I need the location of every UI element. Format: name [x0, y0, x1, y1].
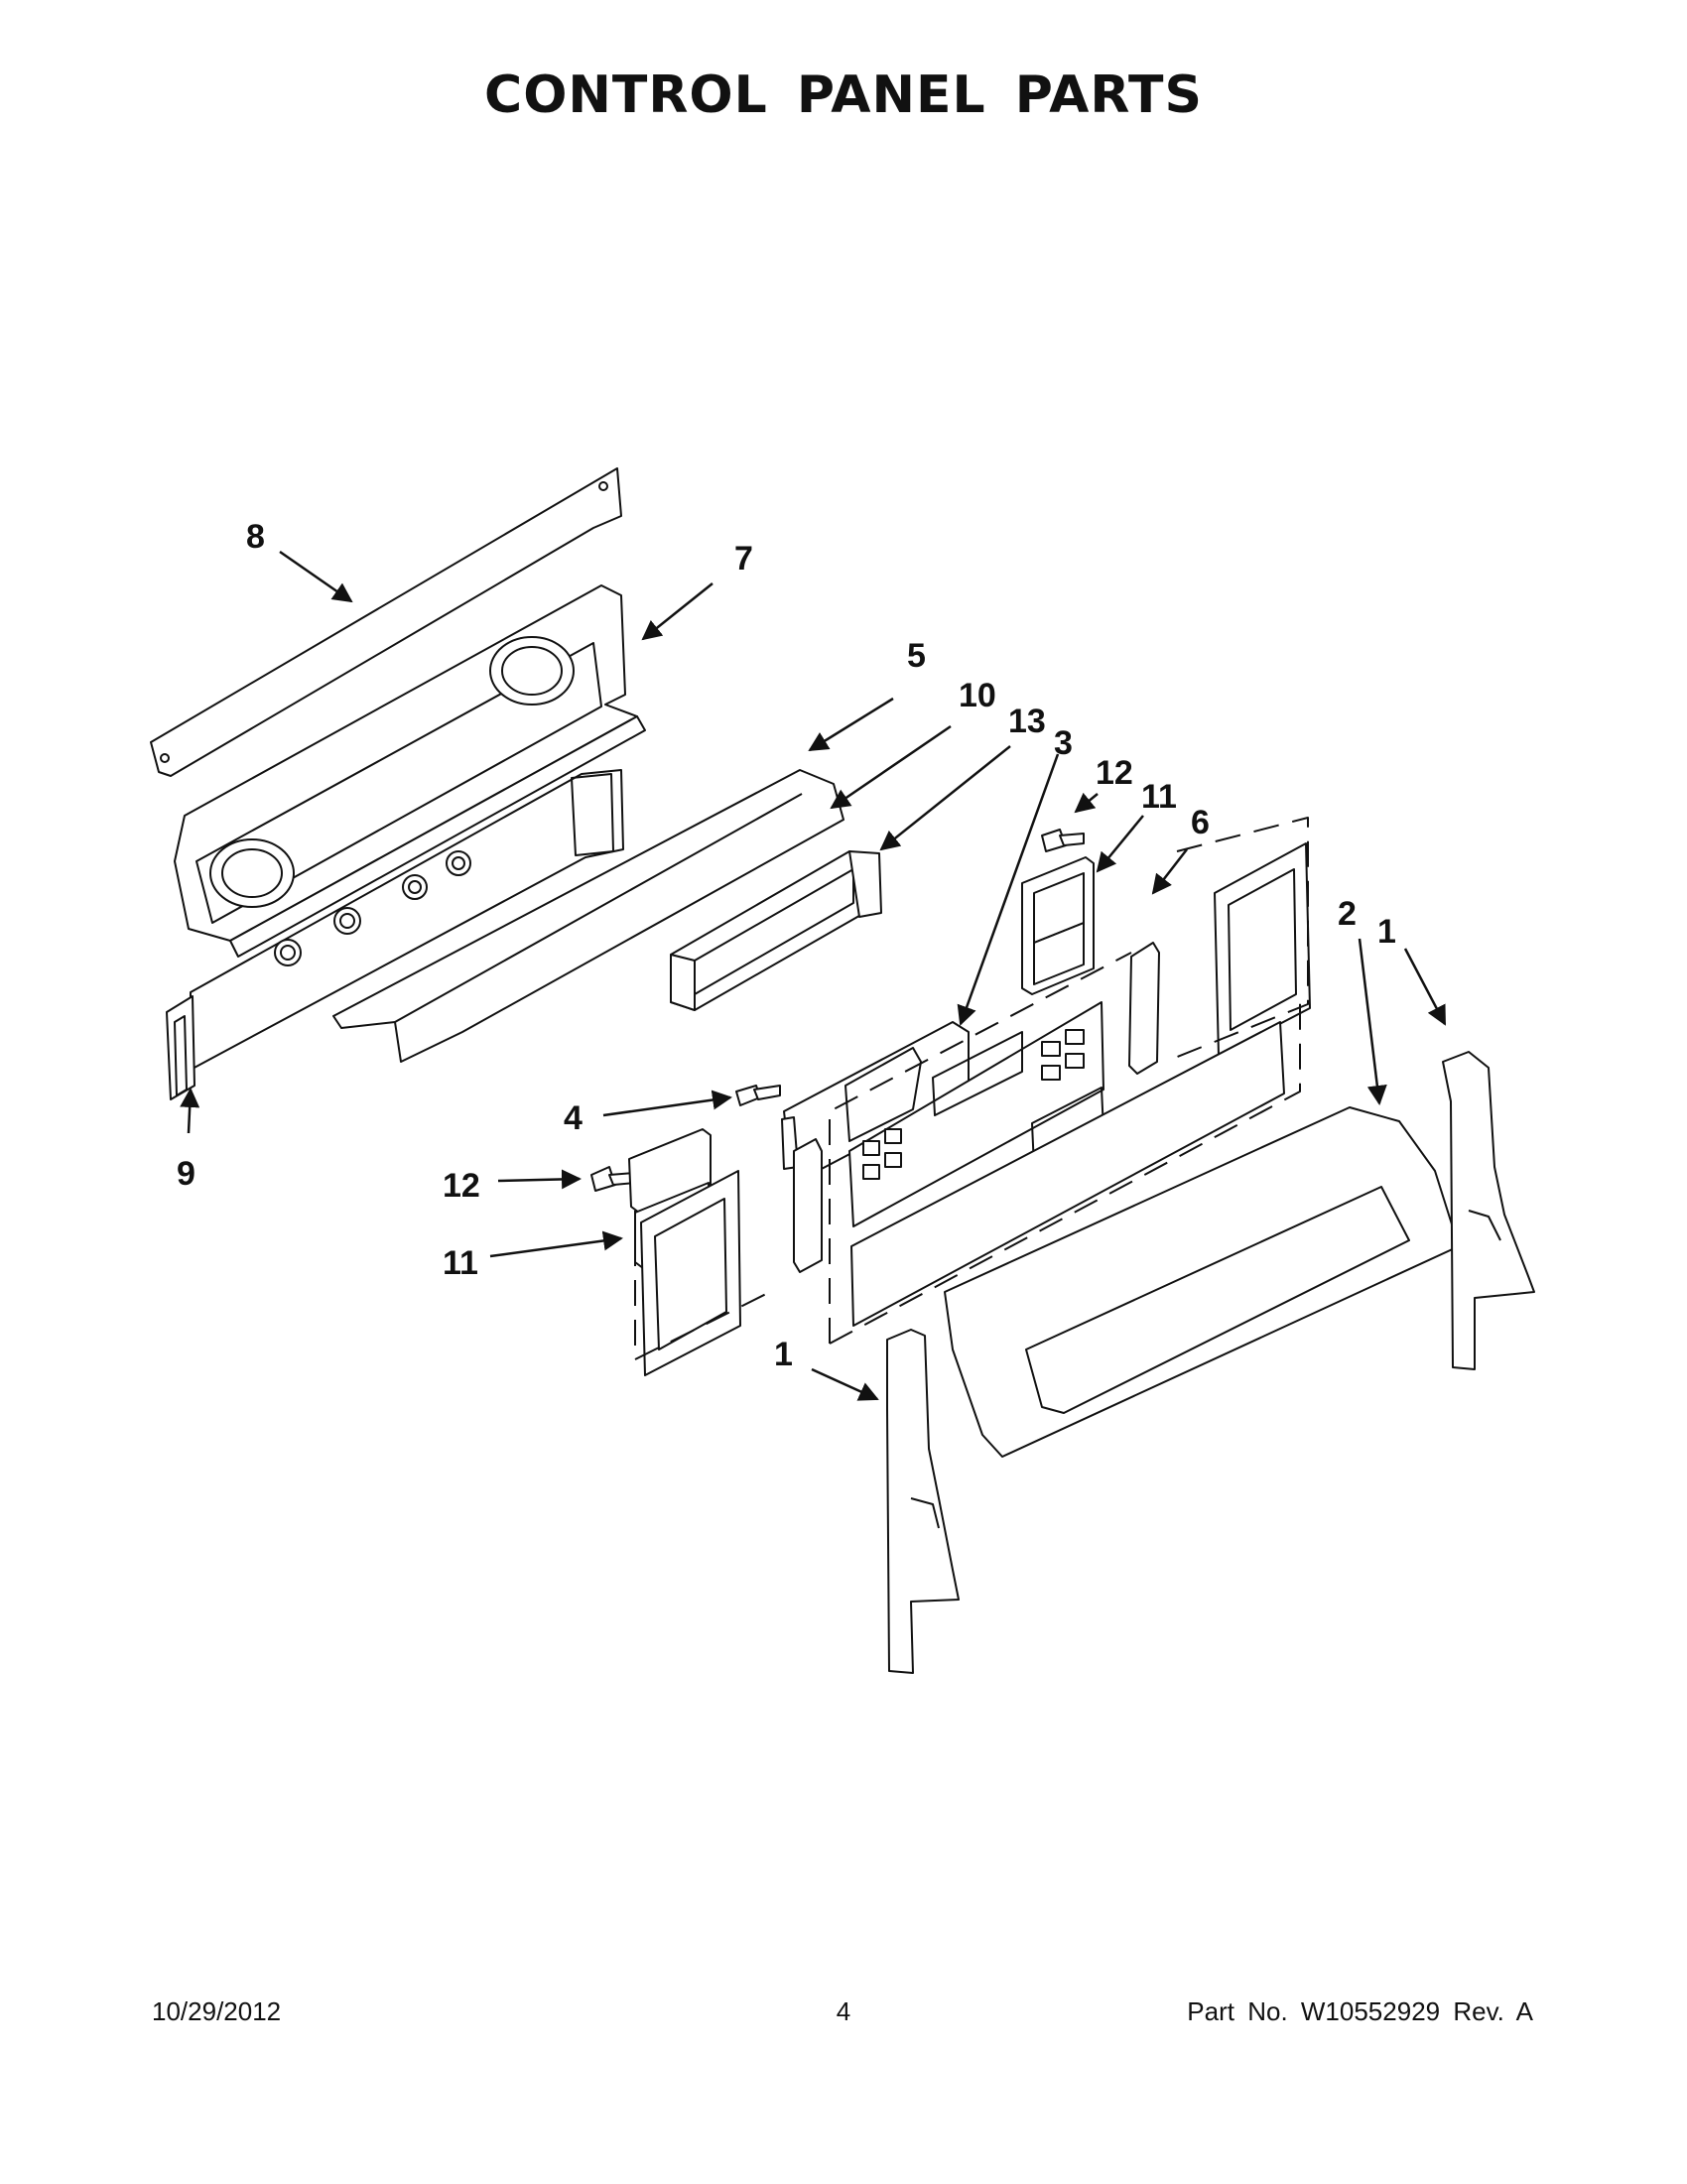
callout-13: 13 — [1008, 703, 1046, 740]
part-7-rear-housing — [174, 584, 646, 958]
part-6-bracket-left — [793, 1138, 823, 1273]
dashed-outline-center — [829, 952, 1301, 1345]
callout-3: 3 — [1054, 724, 1073, 762]
callout-7: 7 — [734, 540, 753, 578]
part-12-screw-upper — [1041, 829, 1085, 852]
leader-11-upper — [1096, 815, 1144, 873]
part-5-channel — [332, 769, 844, 1063]
callout-1-right: 1 — [1377, 913, 1396, 951]
callout-10: 10 — [959, 677, 996, 714]
part-1-end-cap-left — [886, 1329, 960, 1674]
callout-6: 6 — [1191, 804, 1210, 841]
leader-9 — [180, 1088, 200, 1134]
callout-12-lower: 12 — [443, 1167, 480, 1205]
leader-3 — [957, 753, 1060, 1026]
part-11-switch-board-upper — [1021, 856, 1095, 995]
callout-11-lower: 11 — [443, 1244, 478, 1282]
leader-1-left — [811, 1367, 879, 1401]
callout-9: 9 — [177, 1155, 195, 1193]
leader-2 — [1358, 938, 1387, 1105]
display-window — [850, 1021, 1285, 1327]
callout-11-upper: 11 — [1141, 778, 1177, 816]
leader-5 — [808, 697, 894, 752]
footer-date: 10/29/2012 — [152, 1996, 282, 2026]
keypad-overlay — [848, 1001, 1104, 1227]
part-6-bracket-right — [1128, 942, 1160, 1075]
part-10-13-bar — [670, 850, 882, 1011]
callout-5: 5 — [907, 637, 926, 675]
part-4-screw — [735, 1085, 781, 1106]
dashed-outline-lower — [634, 1211, 775, 1360]
page-title: CONTROL PANEL PARTS — [484, 65, 1203, 125]
leader-7 — [641, 582, 714, 641]
leader-4 — [602, 1090, 732, 1117]
leader-10 — [830, 724, 952, 810]
leader-11-lower — [489, 1230, 623, 1258]
callout-8: 8 — [246, 518, 265, 556]
leader-12-upper — [1074, 792, 1099, 814]
callout-1-left: 1 — [774, 1336, 793, 1373]
part-8-trim-strip — [150, 467, 622, 777]
footer-page-number: 4 — [836, 1996, 851, 2026]
leader-1-right — [1403, 948, 1447, 1026]
switch-frame-right — [1214, 842, 1311, 1057]
part-1-end-cap-right — [1442, 1051, 1535, 1370]
switch-frame-left — [640, 1170, 741, 1376]
leader-6 — [1151, 848, 1188, 895]
leader-8 — [279, 550, 353, 603]
callout-12-upper: 12 — [1096, 754, 1133, 792]
leader-13 — [879, 745, 1011, 851]
leader-12-lower — [497, 1169, 582, 1190]
callout-4: 4 — [564, 1099, 583, 1137]
part-9-bracket — [166, 769, 624, 1100]
footer-part-number: Part No. W10552929 Rev. A — [1187, 1996, 1533, 2026]
callout-2: 2 — [1338, 895, 1357, 933]
part-12-screw-lower — [590, 1166, 636, 1192]
